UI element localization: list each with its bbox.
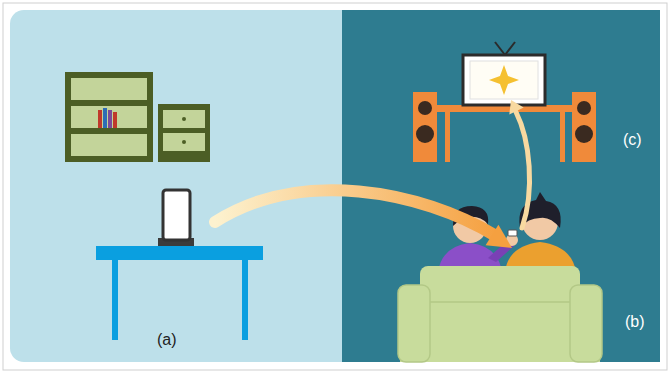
viewers	[438, 192, 576, 272]
tablet	[158, 190, 194, 246]
knob	[182, 117, 186, 121]
book	[108, 110, 112, 128]
tv-screen	[470, 61, 538, 99]
table-leg	[112, 260, 118, 340]
nightstand	[158, 104, 210, 162]
shelf	[71, 78, 147, 100]
seat-line	[430, 301, 570, 303]
speaker	[413, 92, 437, 162]
book	[98, 110, 102, 128]
book	[113, 112, 117, 128]
tv-set	[413, 42, 596, 162]
sofa	[398, 266, 602, 362]
nightstand-body	[158, 104, 210, 162]
table	[96, 246, 263, 340]
bookshelf	[65, 72, 153, 162]
flow-arrows	[215, 100, 530, 248]
speaker-cone	[416, 125, 434, 143]
remote	[508, 230, 517, 236]
right-room	[342, 10, 660, 362]
tablet-screen	[163, 190, 190, 240]
antenna	[505, 42, 515, 55]
frame	[3, 3, 667, 370]
table-leg	[242, 260, 248, 340]
transfer-arrow	[215, 190, 496, 236]
stand-leg	[445, 112, 450, 162]
shelf	[71, 106, 147, 128]
arrow-head	[486, 225, 512, 248]
part-label: (b)	[625, 312, 645, 332]
speaker-cone	[418, 101, 432, 115]
knob	[182, 140, 186, 144]
drawer	[163, 133, 205, 151]
part-label: (a)	[157, 330, 177, 350]
speaker	[572, 92, 596, 162]
drawer	[163, 110, 205, 128]
antenna	[495, 42, 505, 55]
sofa-arm	[570, 285, 602, 362]
speaker-cone	[575, 125, 593, 143]
cast-arrow	[516, 112, 530, 228]
sofa-arm	[398, 285, 430, 362]
part-label: (c)	[623, 130, 642, 150]
arrow-head	[509, 100, 523, 115]
table-top	[96, 246, 263, 260]
shelf	[71, 134, 147, 156]
book	[103, 108, 107, 128]
sofa-back	[420, 266, 580, 304]
tv	[463, 55, 545, 105]
speaker-cone	[577, 101, 591, 115]
stand-leg	[560, 112, 565, 162]
sparkle	[489, 65, 519, 95]
bookshelf-frame	[65, 72, 153, 162]
